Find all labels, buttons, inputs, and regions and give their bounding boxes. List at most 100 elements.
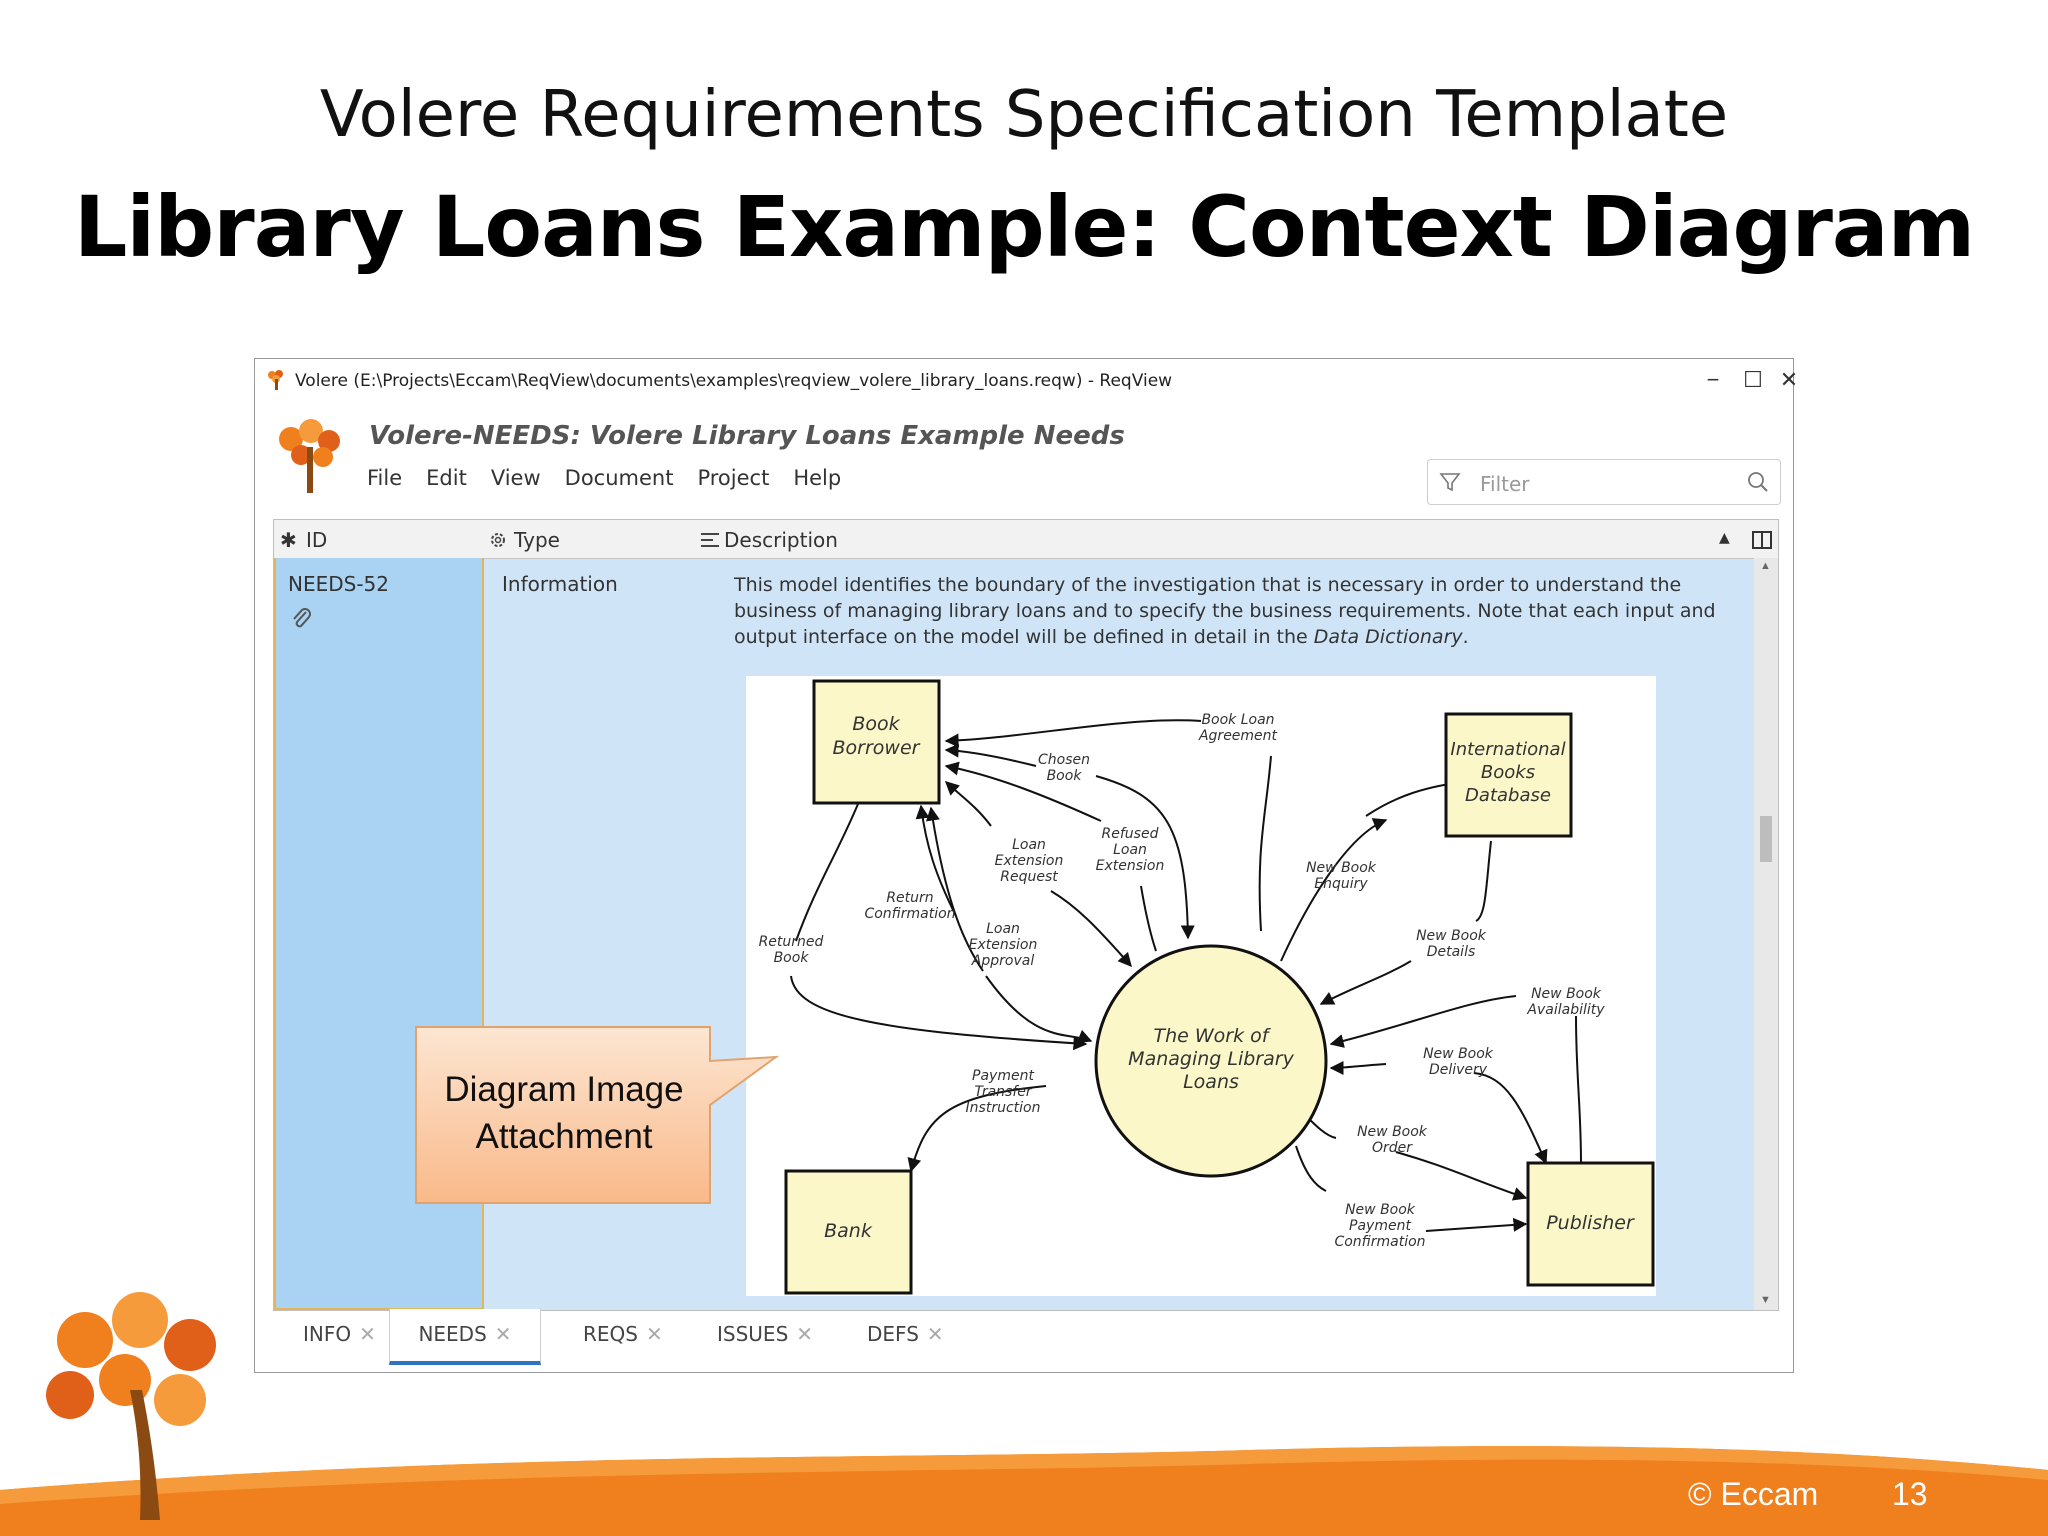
close-icon[interactable]: ✕ — [926, 1322, 944, 1346]
flow-book-loan-agreement-line — [1258, 755, 1272, 932]
menu-edit[interactable]: Edit — [426, 466, 467, 490]
sort-ascending-icon[interactable]: ▲ — [1719, 530, 1730, 546]
minimize-button[interactable]: − — [1706, 367, 1720, 392]
requirement-id[interactable]: NEEDS-52 — [288, 572, 389, 596]
flow-new-book-details-line — [1475, 840, 1492, 922]
columns-toggle-icon[interactable] — [1752, 530, 1772, 550]
tab-defs[interactable]: DEFS✕ — [867, 1309, 944, 1361]
eccam-tree-logo-icon — [46, 1292, 216, 1520]
tab-issues[interactable]: ISSUES ✕ — [717, 1309, 813, 1361]
flow-refused-extension-arrow — [944, 761, 1102, 822]
callout-line-2: Attachment — [475, 1117, 653, 1156]
menu-bar: File Edit View Document Project Help — [367, 466, 865, 490]
maximize-button[interactable]: ☐ — [1743, 367, 1763, 392]
scroll-down-icon[interactable]: ▼ — [1760, 1294, 1771, 1306]
flow-chosen-book-origin — [944, 743, 1037, 767]
close-icon[interactable]: ✕ — [645, 1322, 663, 1346]
flow-new-book-availability-arrow — [1329, 995, 1517, 1048]
description-emphasis: Data Dictionary — [1313, 626, 1463, 648]
tab-info-label: INFO — [303, 1322, 352, 1346]
table-header: ✱ ID Type Description ▲ — [274, 520, 1778, 559]
close-icon[interactable]: ✕ — [796, 1322, 814, 1346]
flow-returned-book-arrow — [790, 975, 1088, 1051]
document-title: Volere-NEEDS: Volere Library Loans Examp… — [369, 421, 1125, 451]
column-description-header[interactable]: Description — [724, 528, 838, 552]
flow-new-book-delivery-line — [1473, 1072, 1548, 1165]
flow-loan-extension-request-origin — [944, 781, 992, 827]
app-tree-icon — [268, 370, 283, 390]
flow-new-book-enquiry-line — [1280, 818, 1388, 962]
close-icon[interactable]: ✕ — [359, 1322, 376, 1346]
process-circle — [1094, 944, 1328, 1178]
scroll-up-icon[interactable]: ▲ — [1760, 560, 1771, 572]
callout-line-1: Diagram Image — [444, 1070, 684, 1109]
menu-document[interactable]: Document — [564, 466, 674, 490]
flow-book-loan-agreement-arrow — [944, 719, 1202, 748]
close-button[interactable]: ✕ — [1779, 367, 1799, 392]
entity-book-borrower — [812, 679, 941, 805]
slide-title: Library Loans Example: Context Diagram — [73, 178, 1975, 276]
entity-international-db — [1444, 712, 1573, 838]
slide-subtitle: Volere Requirements Specification Templa… — [319, 78, 1729, 152]
gear-icon — [491, 533, 505, 547]
window-title: Volere (E:\Projects\Eccam\ReqView\docume… — [295, 371, 1173, 391]
flow-payment-transfer-arrow — [907, 1085, 1047, 1173]
filter-input[interactable]: Filter — [1427, 459, 1781, 505]
menu-view[interactable]: View — [490, 466, 541, 490]
column-id-header[interactable]: ID — [306, 528, 328, 552]
flow-loan-extension-request-arrow — [1050, 890, 1132, 968]
tab-reqs[interactable]: REQS✕ — [583, 1309, 663, 1361]
tab-issues-label: ISSUES — [717, 1322, 789, 1346]
tab-needs-label: NEEDS — [418, 1322, 487, 1346]
requirement-description[interactable]: This model identifies the boundary of th… — [734, 572, 1734, 650]
menu-file[interactable]: File — [367, 466, 403, 490]
flow-return-confirmation-arrow — [915, 804, 957, 917]
tab-needs[interactable]: NEEDS ✕ — [389, 1309, 541, 1365]
flow-new-book-payment-arrow — [1425, 1217, 1528, 1232]
document-tabs: INFO ✕ NEEDS ✕ REQS✕ ISSUES ✕ DEFS✕ — [273, 1309, 1777, 1369]
flow-chosen-book-arrow — [1095, 775, 1195, 940]
description-end: . — [1462, 626, 1469, 648]
text-lines-icon — [701, 533, 719, 547]
window-titlebar: Volere (E:\Projects\Eccam\ReqView\docume… — [255, 359, 1798, 403]
flow-new-book-order-arrow — [1395, 1151, 1528, 1201]
filter-icon — [1439, 473, 1461, 492]
flow-returned-book-line — [795, 803, 859, 942]
reqview-logo-icon — [279, 419, 340, 493]
flow-refused-extension-line — [1140, 885, 1157, 952]
menu-project[interactable]: Project — [697, 466, 770, 490]
vertical-scrollbar[interactable]: ▲ ▼ — [1754, 558, 1778, 1310]
menu-help[interactable]: Help — [793, 466, 842, 490]
requirement-type[interactable]: Information — [502, 572, 618, 596]
tab-info[interactable]: INFO ✕ — [303, 1309, 376, 1361]
flow-loan-extension-approval-arrow — [925, 806, 984, 972]
flow-new-book-availability-line — [1575, 1015, 1582, 1165]
entity-bank — [784, 1169, 913, 1295]
description-text: This model identifies the boundary of th… — [734, 574, 1716, 648]
flow-new-book-details-arrow — [1319, 960, 1412, 1005]
search-icon[interactable] — [1746, 470, 1770, 494]
close-icon[interactable]: ✕ — [494, 1322, 512, 1346]
scrollbar-thumb[interactable] — [1760, 816, 1772, 862]
paperclip-icon[interactable] — [290, 606, 314, 632]
footer-wave — [0, 1446, 2048, 1536]
column-type-header[interactable]: Type — [514, 528, 560, 552]
entity-publisher — [1526, 1161, 1655, 1287]
flow-new-book-delivery-arrow — [1329, 1060, 1387, 1075]
